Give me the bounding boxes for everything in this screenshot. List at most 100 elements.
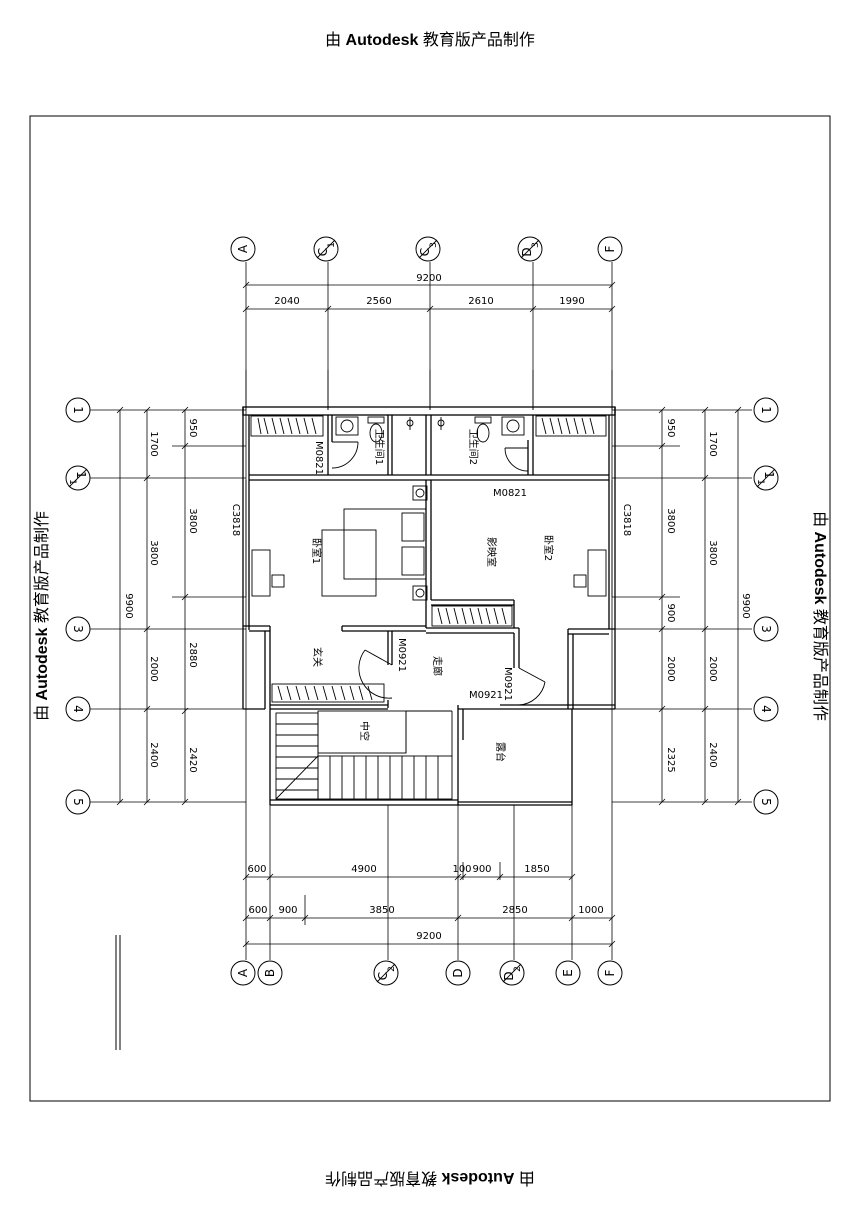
door-tag-m0921-c: M0921 xyxy=(469,690,503,701)
door-tag-m0821-left: M0821 xyxy=(313,441,324,475)
axis-bubble-label: 5 xyxy=(71,798,85,806)
room-label-bedroom1: 卧室1 xyxy=(310,538,323,564)
left-dimensions xyxy=(116,406,246,806)
desk-right xyxy=(573,549,607,597)
room-label-bath2: 卫生间2 xyxy=(467,429,480,465)
axis-bubble-left-3: 3 xyxy=(65,616,91,642)
axis-bubble-bottom-7: F xyxy=(597,960,623,986)
axis-bubble-circle xyxy=(445,960,471,986)
door-tag-m0921-a: M0921 xyxy=(396,638,407,672)
axis-bubble-slash xyxy=(316,239,336,259)
axis-bubble-label: 1 xyxy=(759,406,773,414)
axis-bubble-right-5: 5 xyxy=(753,789,779,815)
axis-bubble-sublabel: 1 xyxy=(67,479,77,485)
axis-bubble-label: A xyxy=(236,968,250,977)
window-tag-c3818-left: C3818 xyxy=(230,504,241,536)
axis-bubble-label: 1 xyxy=(71,406,85,414)
room-label-corridor: 走廊 xyxy=(431,656,444,676)
dim-top-total: 9200 xyxy=(416,273,441,284)
axis-bubble-label: 3 xyxy=(71,625,85,633)
dim-right-inner-1: 950 xyxy=(665,418,676,437)
axis-bubble-label: 5 xyxy=(759,798,773,806)
door-tag-m0821-right: M0821 xyxy=(493,488,527,499)
axis-bubble-label: D xyxy=(502,971,516,980)
dim-bottom2-seg-2: 900 xyxy=(278,905,297,916)
axis-bubble-label: 1 xyxy=(74,471,88,479)
axis-bubble-circle xyxy=(65,616,91,642)
dim-bottom1-seg-1: 600 xyxy=(247,864,266,875)
axis-bubble-right-1: 1 xyxy=(753,397,779,423)
axis-bubble-sublabel: 3 xyxy=(531,242,541,248)
axis-bubble-label: 1 xyxy=(762,471,776,479)
room-label-bedroom2: 卧室2 xyxy=(542,535,555,561)
axis-bubble-bottom-3: C2 xyxy=(373,960,399,986)
axis-bubble-circle xyxy=(753,397,779,423)
bath-fixtures xyxy=(335,416,525,443)
axis-bubble-label: B xyxy=(263,969,277,977)
axis-bubble-label: A xyxy=(236,244,250,253)
axis-bubble-bottom-4: D xyxy=(445,960,471,986)
axis-bubble-circle xyxy=(65,789,91,815)
bed xyxy=(321,485,428,601)
dim-left-mid-1: 1700 xyxy=(148,431,159,456)
room-label-terrace: 露台 xyxy=(494,742,507,762)
axis-bubble-slash xyxy=(520,239,540,259)
dim-right-mid-1: 1700 xyxy=(707,431,718,456)
dim-bottom2-seg-4: 2850 xyxy=(502,905,527,916)
axis-bubble-label: 4 xyxy=(71,705,85,713)
axis-bubble-circle xyxy=(257,960,283,986)
dim-right-inner-5: 2325 xyxy=(665,747,676,772)
axis-bubble-label: C xyxy=(316,248,330,256)
dim-left-inner-2: 3800 xyxy=(187,508,198,533)
dim-right-inner-2: 3800 xyxy=(665,508,676,533)
axis-bubble-sublabel: 2 xyxy=(387,966,397,972)
axis-bubble-right-4: 4 xyxy=(753,696,779,722)
dim-left-inner-1: 950 xyxy=(187,418,198,437)
axis-bubble-bottom-2: B xyxy=(257,960,283,986)
axis-bubble-top-5: F xyxy=(597,236,623,262)
axis-bubble-label: D xyxy=(520,247,534,256)
axis-bubble-circle xyxy=(230,236,256,262)
dim-bottom2-seg-1: 600 xyxy=(248,905,267,916)
axis-bubble-top-4: D3 xyxy=(517,236,543,262)
axis-bubble-right-3: 3 xyxy=(753,616,779,642)
axis-bubble-circle xyxy=(555,960,581,986)
room-label-void: 中空 xyxy=(358,721,371,741)
axis-bubble-bottom-6: E xyxy=(555,960,581,986)
wardrobes xyxy=(250,415,607,703)
axis-bubble-top-3: C3 xyxy=(415,236,441,262)
axis-bubble-sublabel: 1 xyxy=(327,242,337,248)
axis-bubble-circle xyxy=(753,616,779,642)
windows xyxy=(245,480,613,597)
axis-bubble-slash xyxy=(502,963,522,983)
axis-bubble-circle xyxy=(753,696,779,722)
walls xyxy=(242,406,616,806)
axis-bubble-sublabel: 2 xyxy=(513,966,523,972)
bottom-dimensions xyxy=(242,862,616,948)
axis-bubble-label: E xyxy=(561,969,575,977)
room-label-av-room: 影映室 xyxy=(485,537,498,567)
axis-bubble-bottom-1: A xyxy=(230,960,256,986)
axis-bubble-left-4: 4 xyxy=(65,696,91,722)
axis-bubble-label: C xyxy=(418,248,432,256)
drawing-frame xyxy=(29,115,831,1102)
desk-left xyxy=(251,549,285,597)
axis-bubble-slash xyxy=(418,239,438,259)
axis-bubble-top-1: A xyxy=(230,236,256,262)
title-block-lines xyxy=(115,935,121,1050)
axis-bubble-left-1: 1 xyxy=(65,397,91,423)
axis-bubble-circle xyxy=(65,397,91,423)
dim-right-outer: 9900 xyxy=(740,593,751,618)
dim-left-mid-2: 3800 xyxy=(148,540,159,565)
dim-bottom2-seg-5: 1000 xyxy=(578,905,603,916)
dim-bottom1-seg-3: 100 xyxy=(452,864,471,875)
dim-top-seg-4: 1990 xyxy=(559,296,584,307)
watermark-top: 由 Autodesk 教育版产品制作 xyxy=(325,32,535,49)
axis-bubble-label: D xyxy=(451,968,465,977)
axis-bubble-circle xyxy=(597,236,623,262)
dim-right-mid-4: 2400 xyxy=(707,742,718,767)
axis-bubble-left-5: 5 xyxy=(65,789,91,815)
axis-bubble-circle xyxy=(65,696,91,722)
dim-right-inner-4: 2000 xyxy=(665,656,676,681)
